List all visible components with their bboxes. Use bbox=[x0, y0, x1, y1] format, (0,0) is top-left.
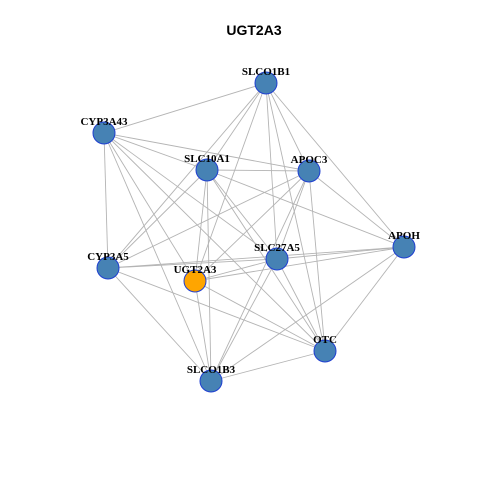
edge-cyp3a5-otc bbox=[107, 267, 326, 352]
edge-otc-slco1b3 bbox=[210, 350, 326, 382]
edge-apoc3-slco1b3 bbox=[210, 170, 310, 382]
edge-apoc3-cyp3a5 bbox=[107, 170, 310, 269]
edge-apoh-cyp3a5 bbox=[107, 246, 405, 269]
edge-slc27a5-otc bbox=[276, 258, 326, 352]
node-ugt2a3[interactable] bbox=[183, 269, 207, 293]
node-otc[interactable] bbox=[313, 339, 337, 363]
edge-cyp3a5-slc27a5 bbox=[107, 258, 278, 269]
node-apoh[interactable] bbox=[392, 235, 416, 259]
edge-slc10a1-slco1b3 bbox=[206, 169, 212, 382]
edge-slco1b1-ugt2a3 bbox=[194, 82, 267, 282]
edge-apoc3-apoh bbox=[308, 170, 405, 248]
edge-cyp3a43-cyp3a5 bbox=[103, 132, 109, 269]
edge-slc10a1-cyp3a5 bbox=[107, 169, 208, 269]
edge-cyp3a43-slc27a5 bbox=[103, 132, 278, 260]
node-label-apoc3: APOC3 bbox=[291, 154, 328, 166]
node-label-cyp3a43: CYP3A43 bbox=[80, 116, 128, 128]
edge-apoh-ugt2a3 bbox=[194, 246, 405, 282]
node-label-slc27a5: SLC27A5 bbox=[254, 242, 300, 254]
node-cyp3a5[interactable] bbox=[96, 256, 120, 280]
edge-ugt2a3-slco1b3 bbox=[194, 280, 212, 382]
node-label-ugt2a3: UGT2A3 bbox=[174, 264, 217, 276]
edge-ugt2a3-slc27a5 bbox=[194, 258, 278, 282]
node-layer bbox=[92, 71, 416, 393]
edge-slco1b1-otc bbox=[265, 82, 326, 352]
edge-slco1b1-apoc3 bbox=[265, 82, 310, 172]
node-label-slco1b3: SLCO1B3 bbox=[187, 364, 236, 376]
edge-apoh-slc27a5 bbox=[276, 246, 405, 260]
edge-cyp3a43-ugt2a3 bbox=[103, 132, 196, 282]
edge-slc10a1-ugt2a3 bbox=[194, 169, 208, 282]
diagram-title: UGT2A3 bbox=[226, 22, 281, 38]
node-slc10a1[interactable] bbox=[195, 158, 219, 182]
edge-slc10a1-apoh bbox=[206, 169, 405, 248]
edge-layer bbox=[103, 82, 405, 382]
node-label-cyp3a5: CYP3A5 bbox=[87, 251, 129, 263]
node-label-otc: OTC bbox=[313, 334, 337, 346]
node-slco1b1[interactable] bbox=[254, 71, 278, 95]
edge-apoh-slco1b3 bbox=[210, 246, 405, 382]
edge-slco1b1-cyp3a5 bbox=[107, 82, 267, 269]
node-label-apoh: APOH bbox=[388, 230, 420, 242]
edge-slco1b1-slc10a1 bbox=[206, 82, 267, 171]
edge-apoc3-slc27a5 bbox=[276, 170, 310, 260]
edge-cyp3a43-slco1b3 bbox=[103, 132, 212, 382]
node-slc27a5[interactable] bbox=[265, 247, 289, 271]
node-label-slco1b1: SLCO1B1 bbox=[242, 66, 290, 78]
edge-cyp3a43-otc bbox=[103, 132, 326, 352]
edge-slc10a1-apoc3 bbox=[206, 169, 310, 172]
node-apoc3[interactable] bbox=[297, 159, 321, 183]
node-slco1b3[interactable] bbox=[199, 369, 223, 393]
edge-cyp3a43-apoc3 bbox=[103, 132, 310, 172]
node-label-slc10a1: SLC10A1 bbox=[184, 153, 230, 165]
edge-ugt2a3-otc bbox=[194, 280, 326, 352]
node-cyp3a43[interactable] bbox=[92, 121, 116, 145]
edge-cyp3a5-slco1b3 bbox=[107, 267, 212, 382]
edge-slco1b1-apoh bbox=[265, 82, 405, 248]
edge-cyp3a43-slc10a1 bbox=[103, 132, 208, 171]
edge-slco1b1-cyp3a43 bbox=[103, 82, 267, 134]
edge-slc27a5-slco1b3 bbox=[210, 258, 278, 382]
edge-slc10a1-slc27a5 bbox=[206, 169, 278, 260]
edge-apoh-otc bbox=[324, 246, 405, 352]
